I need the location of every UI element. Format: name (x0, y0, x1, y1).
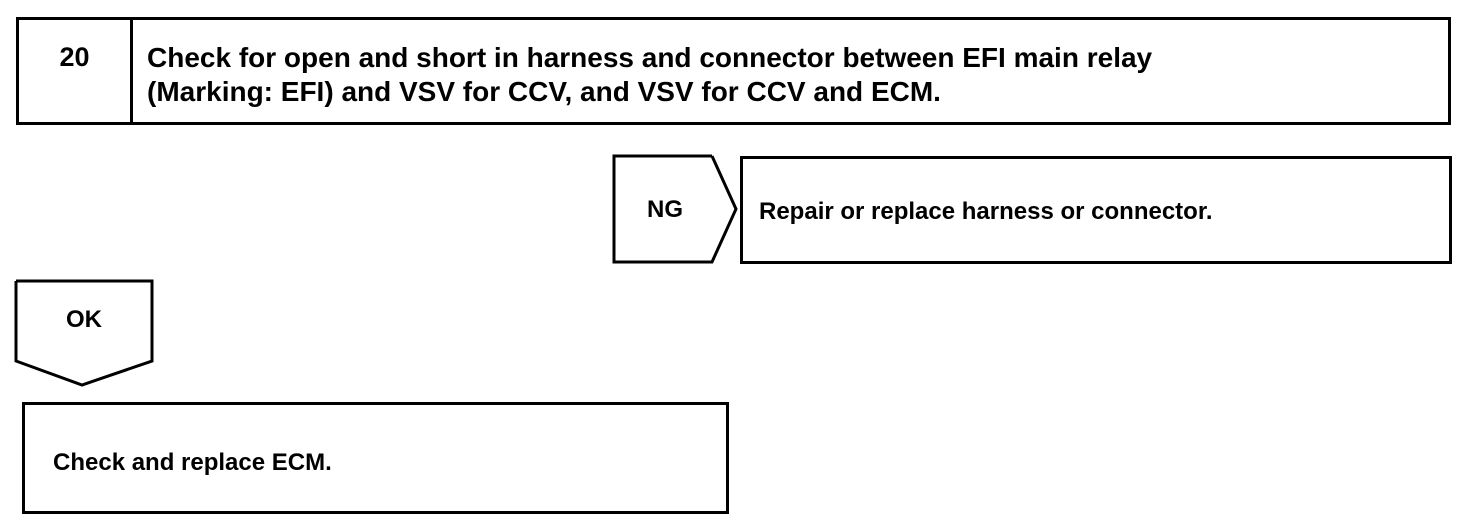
ng-result-box: Repair or replace harness or connector. (740, 156, 1452, 264)
step-number: 20 (19, 20, 133, 122)
ok-arrow-shape (14, 279, 154, 387)
step-description-line-2: (Marking: EFI) and VSV for CCV, and VSV … (147, 76, 941, 107)
ok-result-text: Check and replace ECM. (53, 449, 332, 476)
step-description-line-1: Check for open and short in harness and … (147, 42, 1153, 73)
ng-label: NG (647, 196, 683, 223)
ng-result-text: Repair or replace harness or connector. (759, 198, 1213, 225)
ok-label: OK (66, 306, 102, 333)
ng-arrow-shape (612, 154, 738, 264)
ok-result-box: Check and replace ECM. (22, 402, 729, 514)
step-description: Check for open and short in harness and … (147, 41, 1438, 109)
step-box: 20 Check for open and short in harness a… (16, 17, 1451, 125)
